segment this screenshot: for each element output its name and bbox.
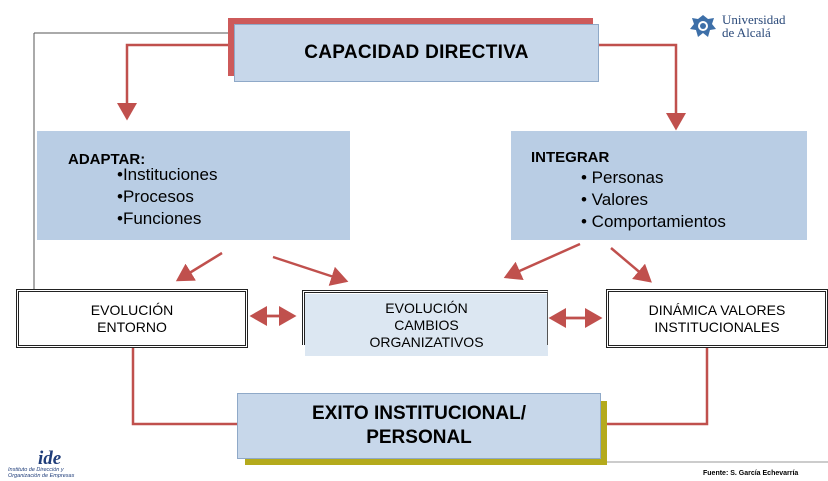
evolucion-cambios-frame xyxy=(302,290,548,345)
arrow-adaptar-cambios xyxy=(272,255,349,286)
ide-line2: Organización de Empresas xyxy=(8,473,75,479)
arrow-adaptar-entorno xyxy=(175,251,223,282)
adaptar-item: •Procesos xyxy=(117,187,194,206)
evolucion-cambios-line3: ORGANIZATIVOS xyxy=(369,333,484,350)
integrar-item: • Valores xyxy=(581,190,649,209)
adaptar-box: ADAPTAR: •Instituciones •Procesos •Funci… xyxy=(37,131,350,240)
integrar-heading: INTEGRAR xyxy=(531,149,610,166)
evolucion-entorno-line2: ENTORNO xyxy=(97,318,167,335)
adaptar-item: •Funciones xyxy=(117,209,202,228)
integrar-item: • Personas xyxy=(581,168,664,187)
dinamica-line2: INSTITUCIONALES xyxy=(654,318,780,335)
evolucion-cambios-line2: CAMBIOS xyxy=(394,316,459,333)
integrar-item: • Comportamientos xyxy=(581,212,726,231)
logo-line1: Universidad xyxy=(722,12,786,27)
fuente-credit: Fuente: S. García Echevarría xyxy=(703,470,799,477)
line-dinamica-exito xyxy=(607,346,709,426)
capacidad-directiva-box: CAPACIDAD DIRECTIVA xyxy=(234,24,599,82)
evolucion-cambios-box: EVOLUCIÓN CAMBIOS ORGANIZATIVOS xyxy=(305,294,548,356)
evolucion-cambios-background xyxy=(305,294,548,356)
arrow-title-integrar xyxy=(597,43,686,131)
adaptar-item: •Instituciones xyxy=(117,165,218,184)
exito-line1: EXITO INSTITUCIONAL/ xyxy=(312,403,526,424)
evolucion-cambios-line1: EVOLUCIÓN xyxy=(385,299,468,316)
exito-box: EXITO INSTITUCIONAL/ PERSONAL xyxy=(237,393,601,459)
dinamica-line1: DINÁMICA VALORES xyxy=(648,301,786,318)
arrow-integrar-dinamica xyxy=(610,247,652,283)
adaptar-heading: ADAPTAR: xyxy=(68,151,146,168)
integrar-box: INTEGRAR • Personas • Valores • Comporta… xyxy=(511,131,807,240)
dinamica-valores-box: DINÁMICA VALORES INSTITUCIONALES xyxy=(606,289,828,348)
ide-mark: ide xyxy=(38,448,62,469)
arrow-title-adaptar xyxy=(117,43,234,121)
ide-logo: ide Instituto de Dirección y Organizació… xyxy=(8,448,75,479)
exito-line2: PERSONAL xyxy=(366,427,472,448)
title-text: CAPACIDAD DIRECTIVA xyxy=(304,42,529,63)
crest-icon xyxy=(690,15,716,37)
arrow-integrar-cambios xyxy=(503,242,581,281)
evolucion-entorno-box: EVOLUCIÓN ENTORNO xyxy=(16,289,248,348)
outer-frame-line xyxy=(33,32,234,290)
line-entorno-exito xyxy=(131,346,237,426)
universidad-logo: Universidad de Alcalá xyxy=(688,13,786,41)
evolucion-entorno-line1: EVOLUCIÓN xyxy=(90,301,174,318)
logo-line2: de Alcalá xyxy=(722,25,771,40)
ide-line1: Instituto de Dirección y xyxy=(8,467,64,473)
